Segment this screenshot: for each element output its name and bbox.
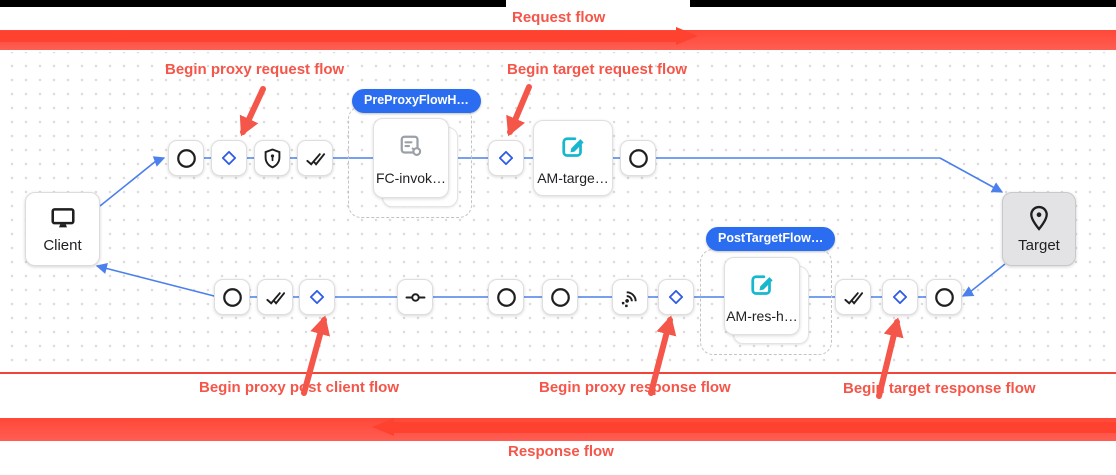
shield-icon: [264, 148, 280, 168]
circle-icon: [222, 287, 242, 307]
post-target-flow-hook-badge[interactable]: PostTargetFlow…: [706, 227, 836, 251]
flow-callout-card[interactable]: FC-invok…: [373, 118, 449, 198]
step-node-response-verify[interactable]: [257, 279, 293, 315]
edit-icon: [562, 136, 585, 157]
step-node-security[interactable]: [254, 140, 290, 176]
request-flow-title: Request flow: [512, 9, 606, 26]
am-response-card-label: AM-res-h…: [726, 307, 798, 324]
flow-editor-canvas[interactable]: [0, 52, 1116, 372]
double-check-icon: [265, 291, 285, 304]
broadcast-icon: [619, 289, 638, 308]
am-response-card[interactable]: AM-res-h…: [724, 257, 800, 335]
flow-callout-card-label: FC-invok…: [375, 169, 446, 186]
step-node-response-circle-2[interactable]: [542, 279, 578, 315]
diamond-icon: [221, 150, 237, 166]
request-flow-label-box: [506, 0, 690, 7]
double-check-icon: [305, 152, 325, 165]
am-target-card-label: AM-targe…: [537, 169, 609, 186]
edit-icon: [751, 274, 774, 295]
client-node[interactable]: Client: [25, 192, 100, 266]
circle-icon: [934, 287, 954, 307]
step-node-commit[interactable]: [397, 279, 433, 315]
circle-icon: [628, 148, 648, 168]
request-flow-arrow: [0, 31, 676, 42]
flow-callout-icon: [400, 135, 422, 156]
target-node[interactable]: Target: [1002, 192, 1076, 266]
circle-icon: [176, 148, 196, 168]
diamond-icon: [668, 289, 684, 305]
step-node-broadcast[interactable]: [612, 279, 648, 315]
response-flow-title: Response flow: [508, 443, 614, 460]
request-flow-arrowhead: [676, 27, 698, 45]
step-node-response-end-circle[interactable]: [214, 279, 250, 315]
am-target-card[interactable]: AM-targe…: [533, 120, 613, 196]
target-label: Target: [1018, 237, 1060, 254]
step-node-proxy-request-start[interactable]: [211, 140, 247, 176]
flow-separator-line: [0, 372, 1116, 374]
diamond-icon: [309, 289, 325, 305]
annotation-proxy-response: Begin proxy response flow: [539, 379, 731, 396]
response-flow-arrow: [394, 422, 1116, 433]
client-label: Client: [43, 237, 82, 254]
step-node-response-circle-1[interactable]: [488, 279, 524, 315]
monitor-icon: [50, 208, 75, 229]
step-node-verify[interactable]: [297, 140, 333, 176]
step-node-target-response-start[interactable]: [882, 279, 918, 315]
annotation-target-request: Begin target request flow: [507, 61, 688, 78]
step-node-target-request-end[interactable]: [620, 140, 656, 176]
step-node-request-circle[interactable]: [168, 140, 204, 176]
diamond-icon: [498, 150, 514, 166]
annotation-proxy-post-client: Begin proxy post client flow: [199, 379, 400, 396]
commit-icon: [405, 292, 425, 302]
pre-proxy-flow-hook-badge[interactable]: PreProxyFlowH…: [352, 89, 481, 113]
place-pin-icon: [1030, 205, 1048, 231]
step-node-post-client-start[interactable]: [299, 279, 335, 315]
annotation-target-response: Begin target response flow: [843, 380, 1036, 397]
annotation-proxy-request: Begin proxy request flow: [165, 61, 345, 78]
circle-icon: [550, 287, 570, 307]
diamond-icon: [892, 289, 908, 305]
double-check-icon: [843, 291, 863, 304]
step-node-target-response-verify[interactable]: [835, 279, 871, 315]
step-node-proxy-response-start[interactable]: [658, 279, 694, 315]
response-flow-arrowhead: [372, 418, 394, 436]
step-node-target-request-start[interactable]: [488, 140, 524, 176]
circle-icon: [496, 287, 516, 307]
step-node-target-response-circle[interactable]: [926, 279, 962, 315]
